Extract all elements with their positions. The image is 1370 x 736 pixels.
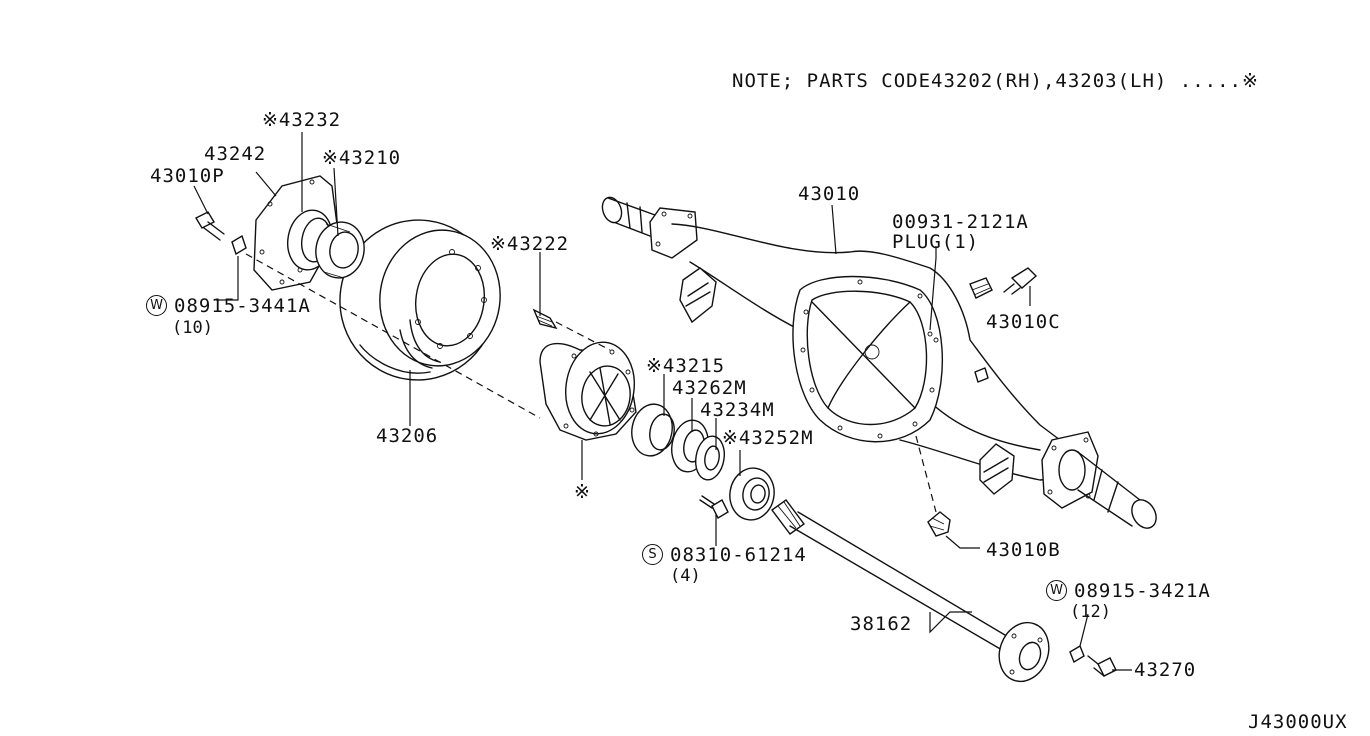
label-43010c: 43010C [986,311,1061,333]
leader-lines [193,132,1132,671]
label-43234m: 43234M [700,399,775,421]
label-08915-3441a: 08915-3441A [174,295,311,317]
washer-symbol-2: W [1046,580,1067,601]
label-43010b: 43010B [986,539,1061,561]
label-43270: 43270 [1134,659,1197,681]
label-08915-3421a: 08915-3421A [1074,580,1211,602]
label-43242: 43242 [204,143,267,165]
label-08310-61214: 08310-61214 [670,544,807,566]
diagram-code: J43000UX [1248,711,1348,733]
bolt-43010p [195,211,225,241]
qty-08310-61214: (4) [670,566,701,586]
axle-shaft [771,499,1050,683]
nut-43270 [1087,655,1117,677]
label-43010: 43010 [798,183,861,205]
backing-plate-bearing [253,175,365,291]
hub-assembly [532,308,637,441]
label-43222: ※43222 [490,233,570,255]
label-43232: ※43232 [262,109,342,131]
label-00931-2121a: 00931-2121A [892,211,1029,233]
qty-08915-3441a: (10) [172,318,213,338]
washer-symbol: W [146,295,167,316]
label-plug: PLUG(1) [892,231,980,253]
parts-code-note: NOTE; PARTS CODE43202(RH),43203(LH) ....… [732,70,1259,92]
bolt-08310-61214 [699,495,729,519]
label-43252m: ※43252M [722,427,814,449]
hub-mark: ※ [574,481,591,503]
label-43262m: 43262M [672,377,747,399]
plug-part [969,277,993,299]
label-43206: 43206 [376,425,439,447]
washer-08915-3441a [231,234,247,256]
qty-08915-3421a: (12) [1070,602,1111,622]
washer-08915-3421a [1069,644,1085,664]
drain-plug-43010c [1003,267,1038,295]
label-43210: ※43210 [322,147,402,169]
alignment-lines [245,253,937,513]
label-43010p: 43010P [150,165,225,187]
screw-symbol: S [642,544,663,565]
bearing-43252m [729,467,775,521]
plug-43010b [927,511,951,537]
bearing-43215 [631,403,675,457]
label-38162: 38162 [850,613,913,635]
spacer-43234m [694,435,726,481]
label-43215: ※43215 [646,355,726,377]
axle-housing [601,196,1157,529]
brake-drum [339,219,501,381]
